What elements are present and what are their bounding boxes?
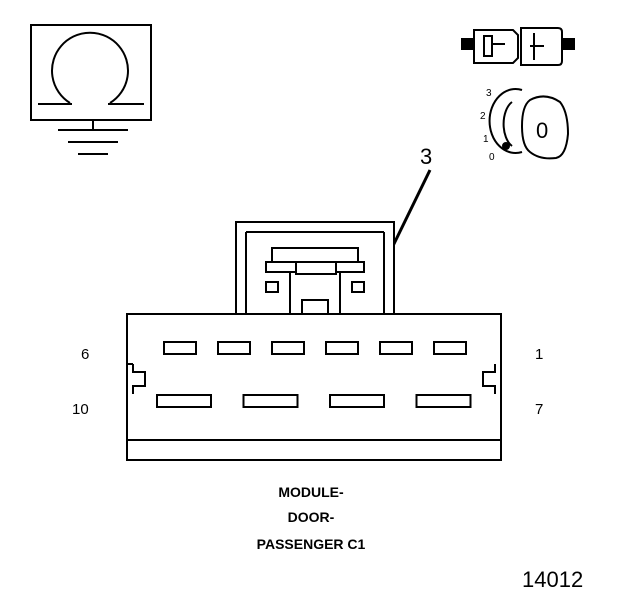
top-row-cavities <box>163 341 467 355</box>
connector-body <box>126 221 502 461</box>
connector-cavity <box>271 341 305 355</box>
connector-plug-icon <box>461 27 575 66</box>
caption-line-1: MODULE- <box>278 484 344 500</box>
key-position-label: 1 <box>483 134 489 145</box>
connector-cavity <box>163 341 197 355</box>
callout-number: 3 <box>420 144 432 169</box>
connector-cavity <box>217 341 251 355</box>
connector-cavity <box>325 341 359 355</box>
caption-line-3: PASSENGER C1 <box>257 536 366 552</box>
caption-line-2: DOOR- <box>288 509 335 525</box>
connector-cavity <box>329 394 385 408</box>
key-icon-label: 0 <box>536 118 548 143</box>
figure-number: 14012 <box>522 567 583 592</box>
connector-cavity <box>379 341 413 355</box>
key-position-label: 3 <box>486 88 492 99</box>
connector-cavity <box>433 341 467 355</box>
pin-label-top-right: 1 <box>535 346 543 363</box>
bottom-row-cavities <box>156 394 472 408</box>
pin-label-bottom-left: 10 <box>72 401 89 418</box>
key-position-label: 2 <box>480 111 486 122</box>
connector-cavity <box>242 394 299 408</box>
connector-cavity <box>415 394 472 408</box>
key-position-dot <box>502 142 510 150</box>
ground-omega-icon <box>30 24 152 155</box>
ignition-key-icon: 3 2 1 0 0 <box>480 88 570 163</box>
connector-cavity <box>156 394 212 408</box>
pin-label-top-left: 6 <box>81 346 89 363</box>
key-position-label: 0 <box>489 152 495 163</box>
pin-label-bottom-right: 7 <box>535 401 543 418</box>
